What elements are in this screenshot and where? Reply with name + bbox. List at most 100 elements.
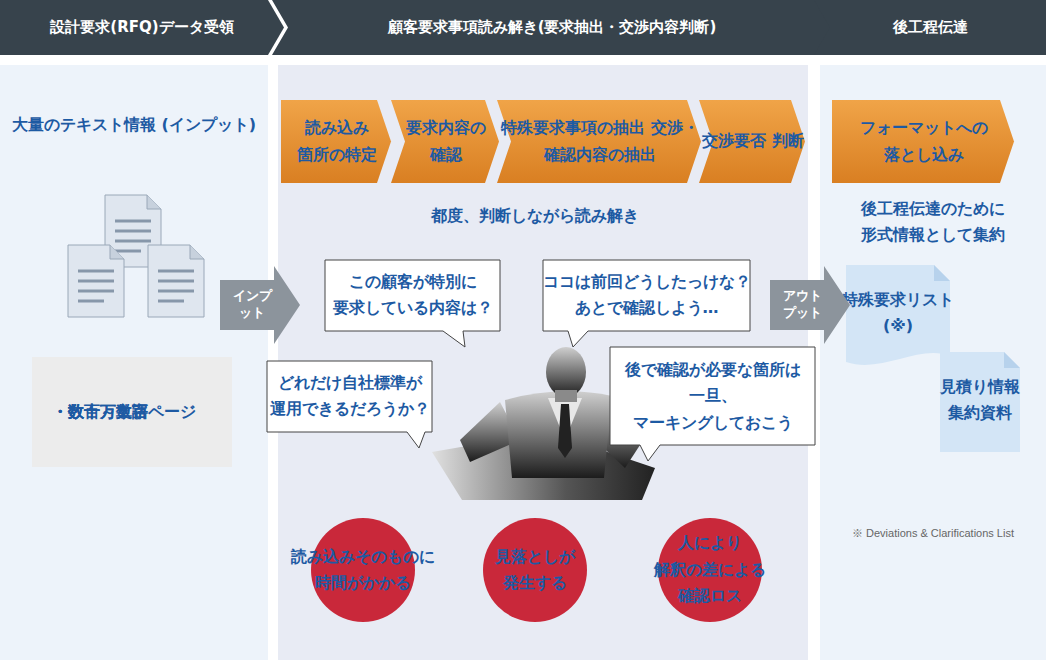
text-holder: 特殊要求事項の抽出 交渉・確認内容の抽出 — [497, 100, 701, 183]
illustration-part — [68, 245, 124, 317]
step-chevron: 特殊要求事項の抽出 交渉・確認内容の抽出 — [497, 100, 701, 183]
step-chevron: 要求内容の 確認 — [391, 100, 499, 183]
illustration-part — [115, 221, 151, 251]
illustration-part — [555, 390, 577, 402]
node-label: 交渉要否 判断 — [702, 128, 804, 154]
node-label: 顧客要求事項読み解き(要求抽出・交渉内容判断) — [388, 18, 717, 37]
chevron-fill — [497, 100, 701, 183]
node-label: 読み込みそのものに 時間がかかる — [291, 544, 435, 597]
flow-arrow: インプット — [220, 266, 300, 344]
text-holder: 読み込み 箇所の特定 — [281, 100, 391, 183]
shape-outline — [483, 518, 587, 622]
node-label: インプット — [231, 288, 273, 322]
node-label: 後工程伝達 — [893, 18, 968, 37]
illustration-part — [148, 245, 204, 317]
node-label: どれだけ自社標準が 運用できるだろうか？ — [267, 370, 432, 423]
illustration-part — [68, 245, 124, 317]
node-label: 後で確認が必要な箇所は 一旦、マーキングしておこう — [610, 357, 815, 436]
bubble-outline — [610, 347, 815, 461]
bubble-outline — [543, 260, 750, 347]
node-label: ・数百万文字 — [52, 399, 148, 425]
illustration-part — [110, 245, 124, 259]
node-label: 設計要求(RFQ)データ受領 — [50, 18, 233, 37]
circle-fill — [311, 518, 415, 622]
text-holder: 読み込みそのものに 時間がかかる — [311, 518, 415, 622]
illustration-part — [0, 65, 268, 660]
node-label: 要求内容の 確認 — [393, 115, 499, 168]
issue-circle: 見落としが 発生する — [483, 518, 587, 622]
node-label: 人により 解釈の差による 確認ロス — [654, 530, 766, 609]
shape-outline — [391, 100, 499, 183]
node-label: 特殊要求リスト (※) — [842, 287, 954, 340]
shape-outline — [832, 100, 1014, 183]
text-holder: ココは前回どうしたっけな？ あとで確認しよう… — [543, 260, 750, 331]
document-shape: 見積り情報 集約資料 — [940, 352, 1020, 452]
shape-outline — [325, 260, 500, 331]
shape-outline — [497, 100, 701, 183]
illustration-part — [546, 347, 586, 397]
header-band: 後工程伝達 — [814, 0, 1046, 55]
text-holder: 顧客要求事項読み解き(要求抽出・交渉内容判断) — [272, 0, 832, 55]
bubble-outline — [267, 361, 432, 448]
panel-heading: 都度、判断しながら読み解き — [290, 203, 780, 229]
illustration-part — [78, 290, 114, 293]
thought-bubble: この顧客が特別に 要求している内容は？ — [325, 260, 500, 331]
column-panel: 都度、判断しながら読み解き 読み込み 箇所の特定要求内容の 確認特殊要求事項の抽出… — [278, 65, 808, 660]
band-fill — [0, 0, 284, 55]
illustration-part — [820, 65, 1046, 660]
step-chevron: 交渉要否 判断 — [699, 100, 805, 183]
text-holder: インプット — [220, 266, 300, 344]
text-holder: 特殊要求リスト (※) — [846, 265, 950, 370]
illustration-part — [158, 271, 194, 301]
thought-bubble: どれだけ自社標準が 運用できるだろうか？ — [267, 361, 432, 432]
text-holder: 要求内容の 確認 — [391, 100, 499, 183]
node-label: 読み込み 箇所の特定 — [283, 115, 391, 168]
chevron-fill — [281, 100, 391, 183]
illustration-part — [558, 404, 572, 458]
node-label: 見積り情報 集約資料 — [940, 374, 1020, 427]
illustration-part — [190, 245, 204, 259]
text-holder: 見積り情報 集約資料 — [940, 352, 1020, 452]
shape-outline — [543, 260, 750, 331]
illustration-part — [147, 195, 161, 209]
band-fill — [272, 0, 832, 55]
issue-circle: 読み込みそのものに 時間がかかる — [311, 518, 415, 622]
footnote: ※ Deviations & Clarifications List — [826, 526, 1040, 541]
text-holder: 設計要求(RFQ)データ受領 — [0, 0, 284, 55]
column-panel: 後工程伝達のために 形式情報として集約 ※ Deviations & Clarif… — [820, 65, 1046, 660]
shape-outline — [267, 361, 432, 432]
issue-circle: 人により 解釈の差による 確認ロス — [658, 518, 762, 622]
illustration-part — [158, 280, 194, 283]
flow-arrow: アウトプット — [770, 266, 850, 344]
step-chevron: 読み込み 箇所の特定 — [281, 100, 391, 183]
document-fill — [940, 352, 1020, 452]
illustration-part — [158, 290, 194, 293]
node-label: この顧客が特別に 要求している内容は？ — [325, 269, 500, 322]
illustration-part — [78, 300, 104, 303]
bubble-outline — [325, 260, 500, 347]
shape-outline — [311, 518, 415, 622]
header-band: 顧客要求事項読み解き(要求抽出・交渉内容判断) — [272, 0, 832, 55]
text-holder: 後で確認が必要な箇所は 一旦、マーキングしておこう — [610, 347, 815, 445]
arrow-fill — [770, 266, 850, 344]
illustration-part — [115, 220, 151, 223]
text-holder: 見落としが 発生する — [483, 518, 587, 622]
illustration-part — [158, 300, 184, 303]
illustration-part — [115, 250, 141, 253]
illustration-part — [158, 270, 194, 273]
node-label: 見落としが 発生する — [483, 544, 587, 597]
panel-heading: 大量のテキスト情報 (インプット) — [10, 112, 258, 138]
band-fill — [814, 0, 1046, 55]
document-fill — [846, 265, 950, 365]
thought-bubble: 後で確認が必要な箇所は 一旦、マーキングしておこう — [610, 347, 815, 445]
chevron-fill — [699, 100, 805, 183]
illustration-part — [505, 391, 612, 478]
chevron-fill — [832, 100, 1014, 183]
document-shape: 特殊要求リスト (※) — [846, 265, 950, 370]
header-band: 設計要求(RFQ)データ受領 — [0, 0, 284, 55]
step-chevron: フォーマットへの 落とし込み — [832, 100, 1014, 183]
text-holder: この顧客が特別に 要求している内容は？ — [325, 260, 500, 331]
arrow-fill — [220, 266, 300, 344]
panel-heading: 後工程伝達のために 形式情報として集約 — [825, 196, 1041, 249]
